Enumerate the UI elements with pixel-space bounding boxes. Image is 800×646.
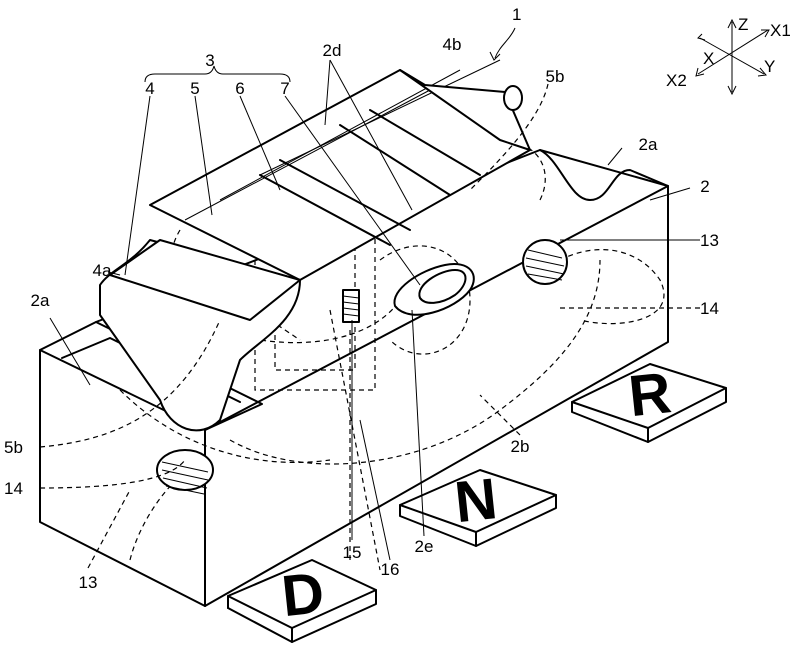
label-15: 15 xyxy=(343,543,362,562)
axes-indicator: Z X1 X X2 Y xyxy=(666,15,791,96)
label-13-left: 13 xyxy=(79,573,98,592)
label-2d: 2d xyxy=(323,41,342,60)
axis-z-label: Z xyxy=(738,15,748,34)
key-plate-d: D xyxy=(227,559,377,643)
label-5b-left: 5b xyxy=(4,438,23,457)
label-4a: 4a xyxy=(93,261,112,280)
label-3: 3 xyxy=(205,51,214,70)
group-brace-3 xyxy=(144,65,291,83)
axis-x2-label: X2 xyxy=(666,71,687,90)
label-13-right: 13 xyxy=(700,231,719,250)
spring-center xyxy=(342,289,360,323)
label-4: 4 xyxy=(145,79,154,98)
detent-member xyxy=(99,59,531,432)
spring-right xyxy=(522,239,568,285)
label-5b-top: 5b xyxy=(546,67,565,86)
label-2a-right: 2a xyxy=(639,135,658,154)
label-7: 7 xyxy=(280,79,289,98)
key-label-d: D xyxy=(279,560,327,629)
label-14-right: 14 xyxy=(700,299,719,318)
figure-number: 1 xyxy=(489,5,521,61)
label-2: 2 xyxy=(700,177,709,196)
figure-number-label: 1 xyxy=(512,5,521,24)
axis-y-label: Y xyxy=(764,57,775,76)
label-2a-left: 2a xyxy=(31,291,50,310)
label-14-left: 14 xyxy=(4,479,23,498)
label-4b: 4b xyxy=(443,35,462,54)
housing-body xyxy=(39,149,669,607)
label-2e: 2e xyxy=(415,537,434,556)
key-label-n: N xyxy=(452,466,500,535)
axis-x-label: X xyxy=(703,49,714,68)
key-plate-n: N xyxy=(399,466,557,547)
label-6: 6 xyxy=(235,79,244,98)
leader-lines xyxy=(39,59,700,569)
label-2b: 2b xyxy=(511,437,530,456)
axis-x1-label: X1 xyxy=(770,21,791,40)
label-16: 16 xyxy=(381,560,400,579)
reference-labels: 3 4 5 6 7 2d 4b 5b 2a 2 4a 13 2a 14 5b 2… xyxy=(4,35,719,592)
key-plate-r: R xyxy=(571,360,727,443)
key-label-r: R xyxy=(626,360,674,429)
label-5: 5 xyxy=(190,79,199,98)
spring-left xyxy=(156,449,214,495)
